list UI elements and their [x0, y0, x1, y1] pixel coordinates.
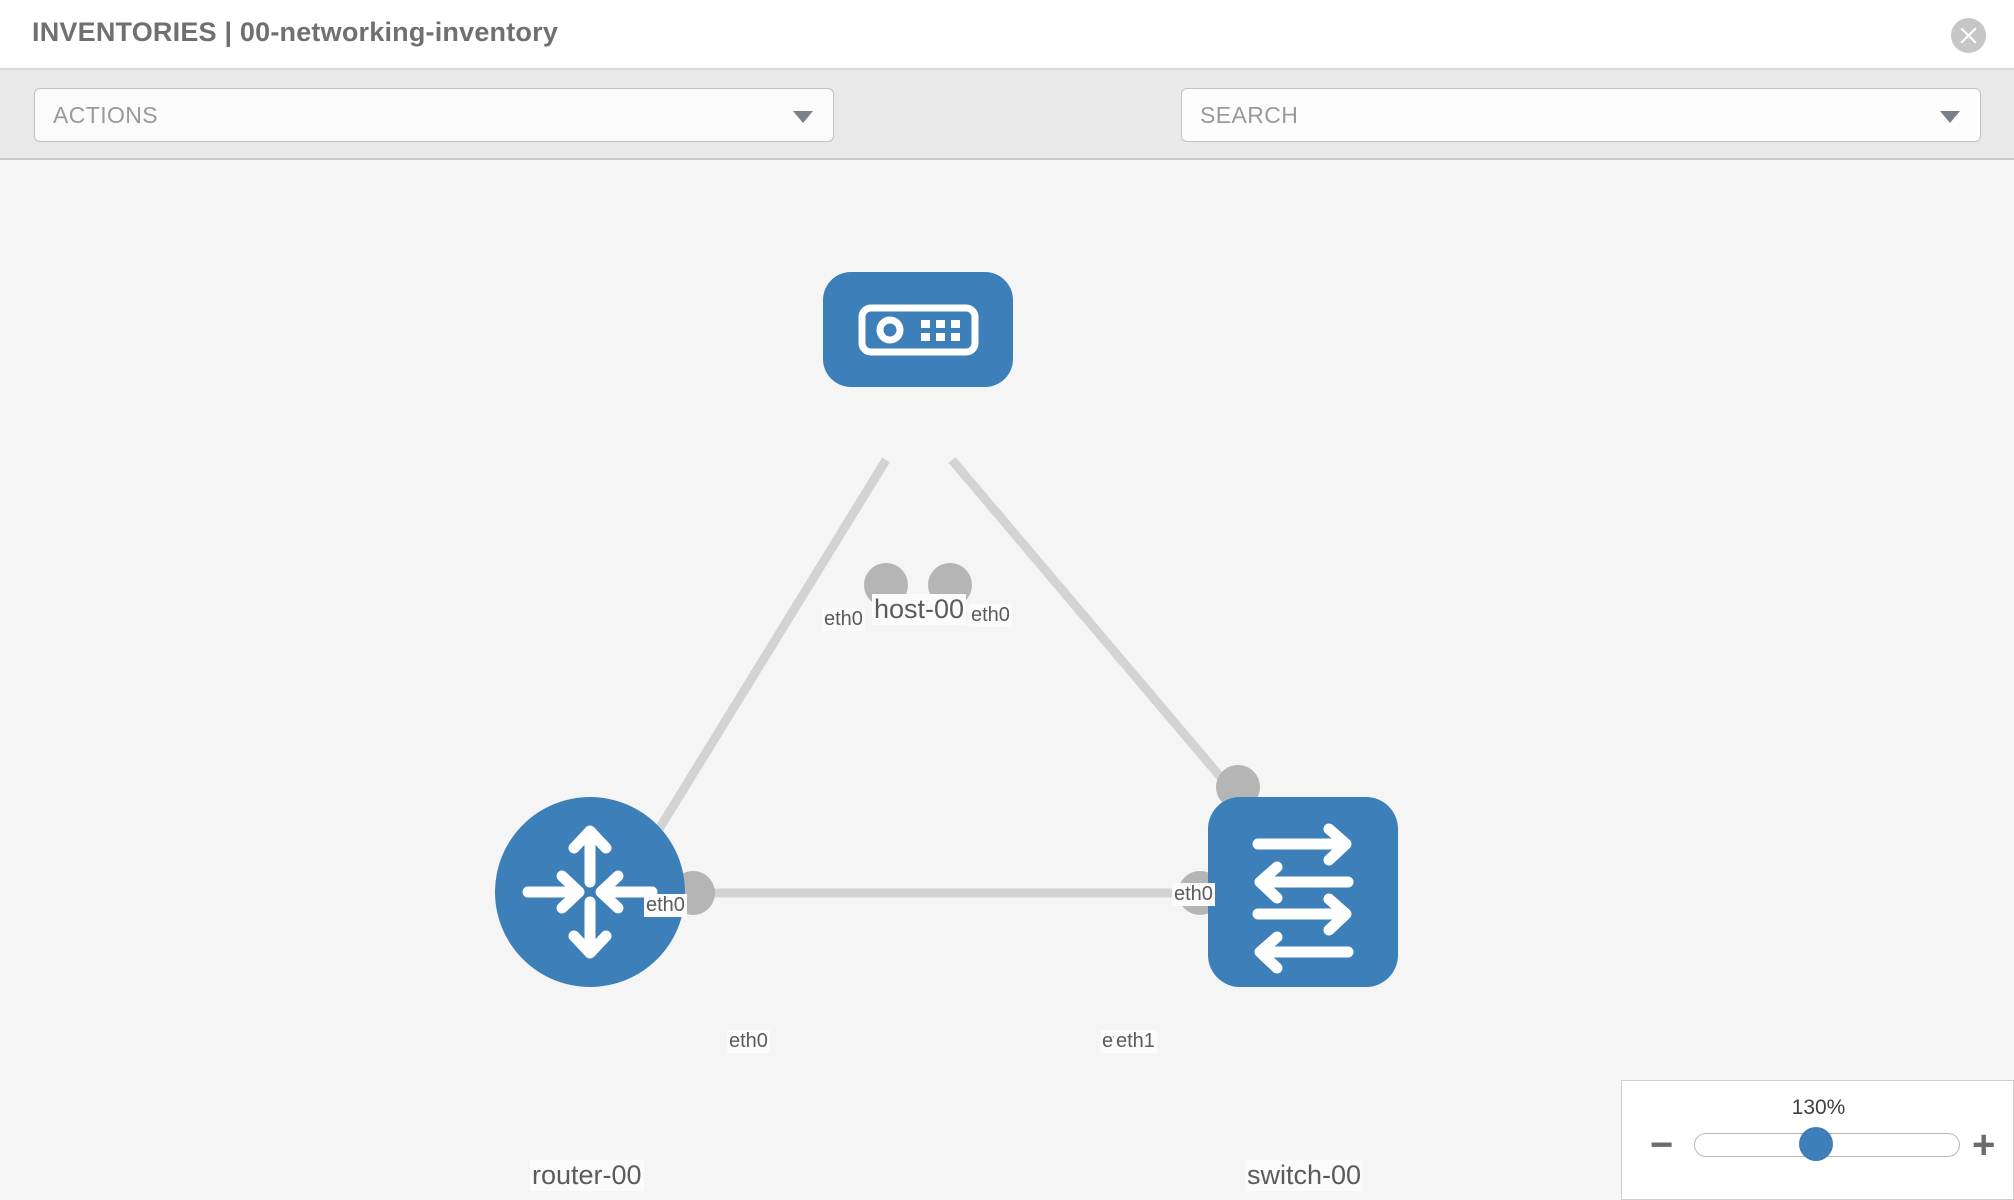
topology-links [636, 457, 1244, 898]
chevron-down-icon [793, 111, 813, 123]
search-placeholder: SEARCH [1200, 102, 1299, 128]
toolbar: ACTIONS SEARCH [0, 70, 2014, 201]
iface-label-router-eth0-up: eth0 [644, 894, 687, 917]
iface-label-router-eth0: eth0 [727, 1030, 770, 1053]
link-host-router[interactable] [636, 457, 890, 863]
node-router-00[interactable] [495, 797, 685, 987]
node-switch-00[interactable] [1208, 797, 1398, 987]
node-host-00[interactable] [823, 272, 1013, 387]
zoom-slider-thumb[interactable] [1799, 1127, 1833, 1161]
zoom-in-button[interactable]: + [1972, 1123, 1996, 1167]
search-input[interactable]: SEARCH [1181, 88, 1981, 142]
iface-label-switch-eth0-up: eth0 [1172, 883, 1215, 906]
topology-graph [495, 272, 1398, 987]
iface-label-host-eth0-right: eth0 [969, 604, 1012, 627]
iface-label-switch-eth1: eth1 [1114, 1030, 1157, 1053]
actions-dropdown-label: ACTIONS [53, 102, 159, 128]
node-label-switch-00: switch-00 [1245, 1160, 1364, 1191]
page-header: INVENTORIES | 00-networking-inventory [0, 0, 2014, 70]
iface-label-host-eth0-left: eth0 [822, 608, 865, 631]
chevron-down-icon[interactable] [1940, 111, 1960, 123]
close-icon[interactable] [1951, 18, 1986, 53]
zoom-control-panel: 130% − + [1621, 1080, 2014, 1200]
switch-arrows-icon [1252, 823, 1354, 974]
zoom-level-value: 130% [1791, 1096, 1846, 1119]
node-label-router-00: router-00 [530, 1160, 644, 1191]
server-icon [858, 304, 979, 356]
page-title: INVENTORIES | 00-networking-inventory [32, 17, 559, 47]
node-label-host-00: host-00 [872, 594, 967, 625]
zoom-out-button[interactable]: − [1650, 1123, 1674, 1167]
router-arrows-icon [522, 825, 658, 959]
topology-canvas[interactable]: host-00 router-00 switch-00 eth0 eth0 et… [0, 160, 2014, 1200]
actions-dropdown[interactable]: ACTIONS [34, 88, 834, 142]
link-host-switch[interactable] [948, 457, 1244, 803]
